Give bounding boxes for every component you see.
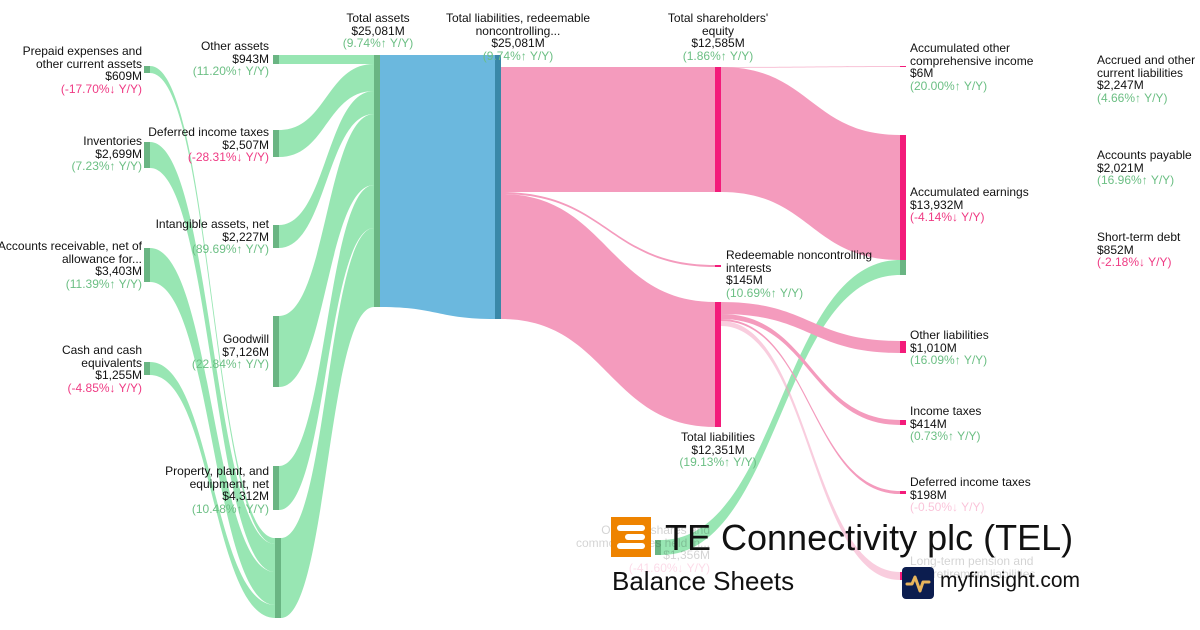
node-label-total-liabilities: Total liabilities$12,351M(19.13%↑ Y/Y) (679, 430, 757, 469)
node-treasury (900, 260, 906, 275)
flow-current-assets (281, 228, 374, 618)
node-accum-earnings (900, 135, 906, 260)
node-label-deferred-tax-liab: Deferred income taxes$198M(-0.50%↓ Y/Y) (910, 475, 1031, 514)
node-ordinary-shares (655, 540, 661, 555)
flow-total-liabilities (501, 194, 715, 427)
node-income-taxes (900, 420, 906, 425)
company-logo (611, 517, 651, 557)
flow-ppe (279, 185, 374, 510)
node-ppe (273, 466, 279, 510)
flow-intangible (279, 91, 374, 248)
node-cash (144, 362, 150, 375)
node-label-equity: Total shareholders' equity$12,585M(1.86%… (667, 11, 769, 63)
node-label-goodwill: Goodwill$7,126M(22.84%↑ Y/Y) (191, 332, 269, 371)
flow-redeemable (501, 192, 715, 267)
flow-equity (501, 67, 715, 192)
node-prepaid (144, 66, 150, 73)
node-label-aoci: Accumulated other comprehensive income$6… (910, 41, 1034, 93)
flow-aoci (721, 66, 900, 68)
flow-deferred-tax-assets (279, 64, 374, 157)
node-label-payable: Accounts payable$2,021M(16.96%↑ Y/Y) (1097, 148, 1192, 187)
node-label-total-liab-equity: Total liabilities, redeemable noncontrol… (445, 11, 591, 63)
node-deferred-tax-liab (900, 491, 906, 494)
flow-prepaid (150, 66, 275, 544)
node-current-assets (275, 538, 281, 618)
node-inventories (144, 142, 150, 168)
node-label-ppe: Property, plant, and equipment, net$4,31… (165, 464, 269, 516)
node-total-liabilities (715, 302, 721, 427)
brand-name: myfinsight.com (940, 569, 1081, 592)
flow-goodwill (279, 114, 374, 387)
node-label-prepaid: Prepaid expenses and other current asset… (22, 44, 142, 96)
node-total-assets (374, 55, 380, 307)
node-label-st-debt: Short-term debt$852M(-2.18%↓ Y/Y) (1097, 230, 1181, 269)
node-label-intangible: Intangible assets, net$2,227M(89.69%↑ Y/… (155, 217, 269, 256)
flow-cash (150, 362, 275, 618)
node-label-other-assets: Other assets$943M(11.20%↑ Y/Y) (192, 39, 269, 78)
myfinsight-logo-icon (902, 567, 934, 599)
node-other-assets (273, 55, 279, 64)
node-other-liab (900, 341, 906, 353)
node-equity (715, 67, 721, 192)
flow-income-taxes (721, 314, 900, 425)
flow-receivable (150, 248, 275, 605)
node-deferred-tax-assets (273, 130, 279, 157)
node-label-accrued: Accrued and other current liabilities$2,… (1097, 53, 1196, 105)
flow-other-liab (721, 302, 900, 353)
company-title: TE Connectivity plc (TEL) (665, 517, 1074, 558)
node-label-receivable: Accounts receivable, net of allowance fo… (0, 239, 142, 291)
flow-ordinary-shares (661, 260, 900, 555)
node-label-redeemable: Redeemable noncontrolling interests$145M… (726, 248, 873, 300)
node-label-pension: Long-term pension and postretirement lia… (910, 554, 1036, 581)
node-redeemable (715, 265, 721, 267)
flow-pension (721, 321, 900, 580)
node-label-other-liab: Other liabilities$1,010M(16.09%↑ Y/Y) (910, 328, 989, 367)
node-intangible (273, 225, 279, 248)
node-label-total-assets: Total assets$25,081M(9.74%↑ Y/Y) (342, 11, 414, 50)
node-aoci (900, 66, 906, 67)
flow-deferred-tax-liab (721, 319, 900, 494)
flow-accum-earnings (721, 67, 900, 260)
flow-total-assets (380, 55, 495, 319)
flow-other-assets (279, 55, 374, 64)
node-receivable (144, 248, 150, 282)
node-label-inventories: Inventories$2,699M(7.23%↑ Y/Y) (71, 134, 142, 173)
node-label-income-taxes: Income taxes$414M(0.73%↑ Y/Y) (910, 404, 982, 443)
flow-inventories (150, 142, 275, 572)
node-total-liab-equity (495, 55, 501, 319)
node-label-deferred-tax-assets: Deferred income taxes$2,507M(-28.31%↓ Y/… (148, 125, 269, 164)
node-goodwill (273, 316, 279, 387)
node-label-cash: Cash and cash equivalents$1,255M(-4.85%↓… (61, 343, 142, 395)
node-label-accum-earnings: Accumulated earnings$13,932M(-4.14%↓ Y/Y… (910, 185, 1029, 224)
report-subtitle: Balance Sheets (612, 566, 795, 596)
